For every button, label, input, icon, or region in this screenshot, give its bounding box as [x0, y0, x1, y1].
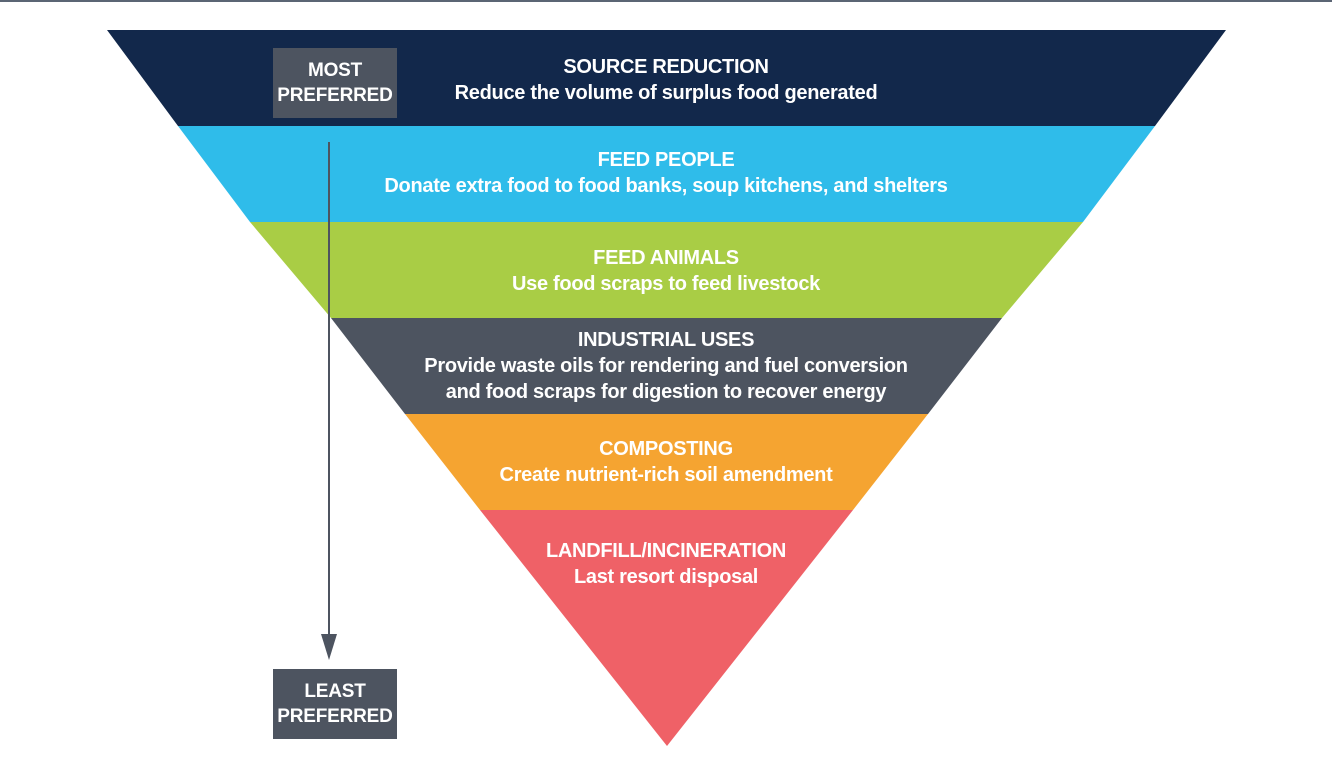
tier-feed-animals: FEED ANIMALS Use food scraps to feed liv…	[266, 245, 1066, 297]
tier-description: Create nutrient-rich soil amendment	[499, 464, 833, 486]
tier-description: Use food scraps to feed livestock	[512, 273, 820, 295]
tier-composting: COMPOSTING Create nutrient-rich soil ame…	[266, 436, 1066, 488]
tier-title: INDUSTRIAL USES	[577, 329, 755, 351]
tier-description: Donate extra food to food banks, soup ki…	[384, 175, 948, 197]
tier-landfill-incineration: LANDFILL/INCINERATION Last resort dispos…	[266, 538, 1066, 590]
tier-feed-people: FEED PEOPLE Donate extra food to food ba…	[266, 147, 1066, 199]
tier-title: FEED ANIMALS	[593, 247, 739, 269]
tier-description: Last resort disposal	[573, 566, 759, 588]
tier-title: COMPOSTING	[599, 438, 733, 460]
tier-title: SOURCE REDUCTION	[563, 56, 769, 78]
tier-band-feed-people	[178, 126, 1155, 222]
tier-band-landfill-incineration	[480, 510, 853, 746]
tier-band-industrial-uses	[331, 318, 1002, 414]
tier-description: Provide waste oils for rendering and fue…	[424, 355, 908, 377]
tier-band-composting	[405, 414, 928, 510]
tier-title: LANDFILL/INCINERATION	[546, 540, 786, 562]
preference-arrow-head	[321, 634, 337, 660]
least-preferred-label: LEAST PREFERRED	[273, 669, 397, 739]
most-preferred-label: MOST PREFERRED	[273, 48, 397, 118]
top-rule	[0, 0, 1332, 2]
tier-source-reduction: SOURCE REDUCTION Reduce the volume of su…	[266, 54, 1066, 106]
tier-industrial-uses: INDUSTRIAL USES Provide waste oils for r…	[266, 327, 1066, 405]
tier-description: Reduce the volume of surplus food genera…	[454, 82, 878, 104]
tier-title: FEED PEOPLE	[597, 149, 735, 171]
tier-band-feed-animals	[250, 222, 1083, 318]
tier-description: and food scraps for digestion to recover…	[445, 381, 887, 403]
